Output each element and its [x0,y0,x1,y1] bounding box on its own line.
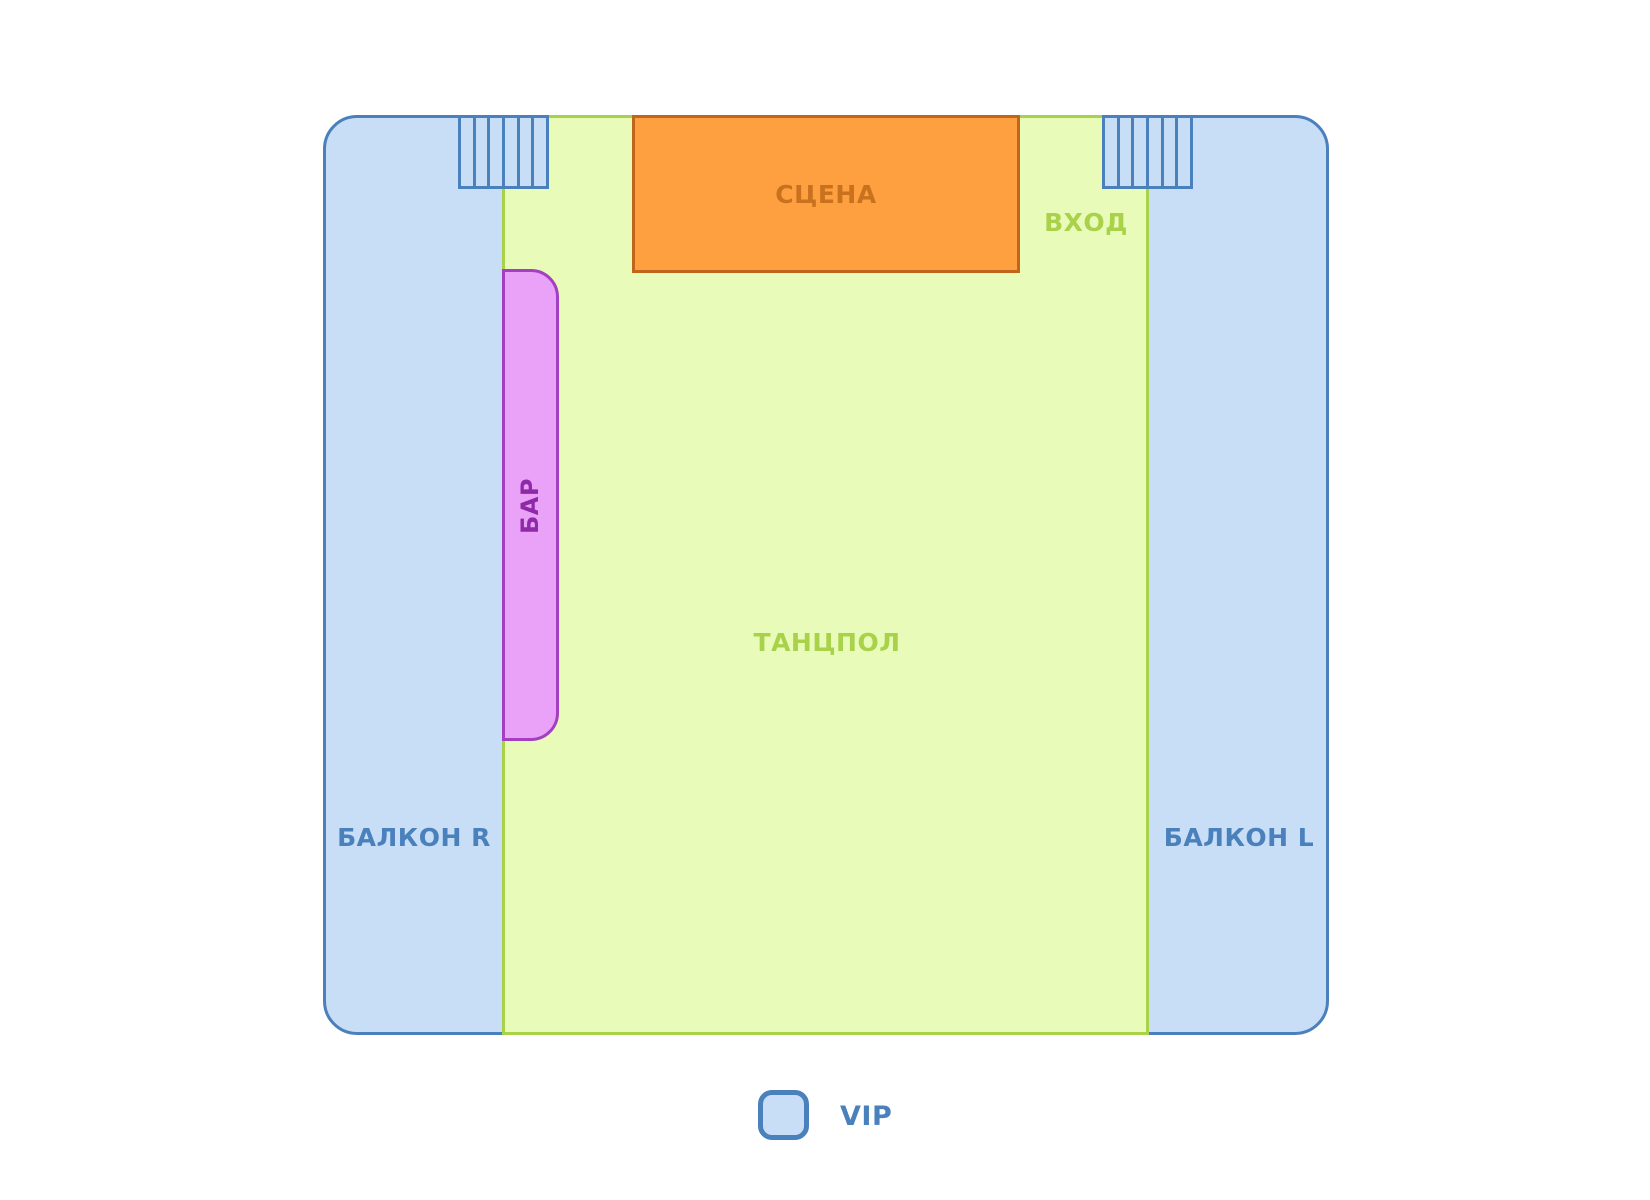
stage-label: СЦЕНА [775,180,877,209]
stair-step [1164,118,1179,186]
stair-step [461,118,476,186]
stair-step [534,118,546,186]
stage-zone[interactable] [632,115,1020,273]
bar-zone[interactable] [502,269,559,741]
balcony-left-label: БАЛКОН L [1163,823,1315,852]
stair-step [1134,118,1150,186]
stair-step [1105,118,1120,186]
stairs-right [1102,115,1193,189]
entrance-label: ВХОД [1044,208,1128,237]
stair-step [520,118,535,186]
legend-vip-label: VIP [840,1101,893,1132]
stair-step [490,118,506,186]
dance-floor-label: ТАНЦПОЛ [753,628,901,657]
stair-step [476,118,491,186]
bar-label: БАР [516,478,544,534]
stair-step [1178,118,1190,186]
stairs-left [458,115,549,189]
stair-step [505,118,520,186]
legend-vip-swatch [758,1090,809,1140]
balcony-right-label: БАЛКОН R [337,823,491,852]
stair-step [1120,118,1135,186]
stair-step [1149,118,1164,186]
